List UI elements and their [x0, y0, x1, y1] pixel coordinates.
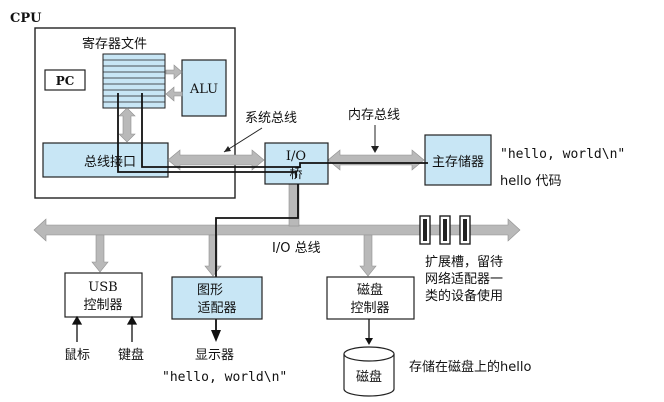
- alu-label: ALU: [189, 82, 218, 97]
- expansion-slots-line3: 类的设备使用: [425, 288, 503, 304]
- alu: [181, 59, 227, 117]
- register-bus-arrow: [118, 107, 136, 143]
- register-alu-arrows: [165, 64, 183, 102]
- usb-controller-line2: 控制器: [83, 298, 122, 313]
- display-label: 显示器: [195, 348, 234, 363]
- disk-controller-line2: 控制器: [350, 301, 389, 316]
- disk-link-head: [365, 338, 373, 345]
- register-file: [102, 53, 166, 109]
- mouse-label: 鼠标: [64, 348, 90, 363]
- disk-controller-line1: 磁盘: [357, 282, 383, 298]
- iobus-device-arrows: [91, 234, 377, 277]
- usb-controller: [64, 272, 143, 318]
- memory-bus-label: 内存总线: [348, 107, 400, 123]
- cpu-boundary: [34, 27, 236, 199]
- usb-controller-line1: USB: [88, 280, 117, 295]
- system-bus-label: 系统总线: [245, 111, 297, 126]
- expansion-slots-line2: 网络适配器一: [425, 271, 503, 287]
- io-bus: [33, 218, 521, 242]
- graphics-adapter-line1: 图形: [197, 283, 223, 298]
- memory-bus: [327, 149, 425, 171]
- cpu-label: CPU: [10, 11, 42, 26]
- main-memory: [424, 134, 492, 186]
- keyboard-label: 键盘: [118, 347, 144, 363]
- bus-interface-label: 总线接口: [84, 154, 136, 170]
- pc-register: [44, 69, 86, 91]
- disk: [343, 346, 395, 397]
- system-bus-pointer-head: [224, 146, 231, 152]
- graphics-adapter-line2: 适配器: [197, 301, 236, 316]
- expansion-slots-line1: 扩展槽，留待: [425, 255, 503, 270]
- pc-label: PC: [56, 74, 75, 88]
- hello-on-disk-label: 存储在磁盘上的hello: [409, 359, 531, 375]
- input-device-arrows: [71, 315, 138, 342]
- system-bus-pointer: [223, 127, 263, 153]
- disk-label: 磁盘: [356, 369, 382, 385]
- hello-data-path: [117, 93, 428, 330]
- graphics-adapter: [171, 276, 263, 320]
- display-arrow-head: [211, 330, 221, 342]
- hello-string-memory: "hello, world\n": [500, 147, 625, 162]
- register-file-label: 寄存器文件: [82, 36, 147, 52]
- hello-code-label: hello 代码: [500, 174, 562, 189]
- io-bridge-label-line1: I/O: [286, 149, 306, 164]
- main-memory-label: 主存储器: [432, 155, 484, 170]
- disk-controller: [326, 276, 415, 320]
- memory-bus-pointer-head: [371, 146, 379, 153]
- io-bus-label: I/O 总线: [272, 241, 321, 256]
- expansion-slots: [419, 215, 471, 245]
- hello-string-display: "hello, world\n": [162, 370, 287, 385]
